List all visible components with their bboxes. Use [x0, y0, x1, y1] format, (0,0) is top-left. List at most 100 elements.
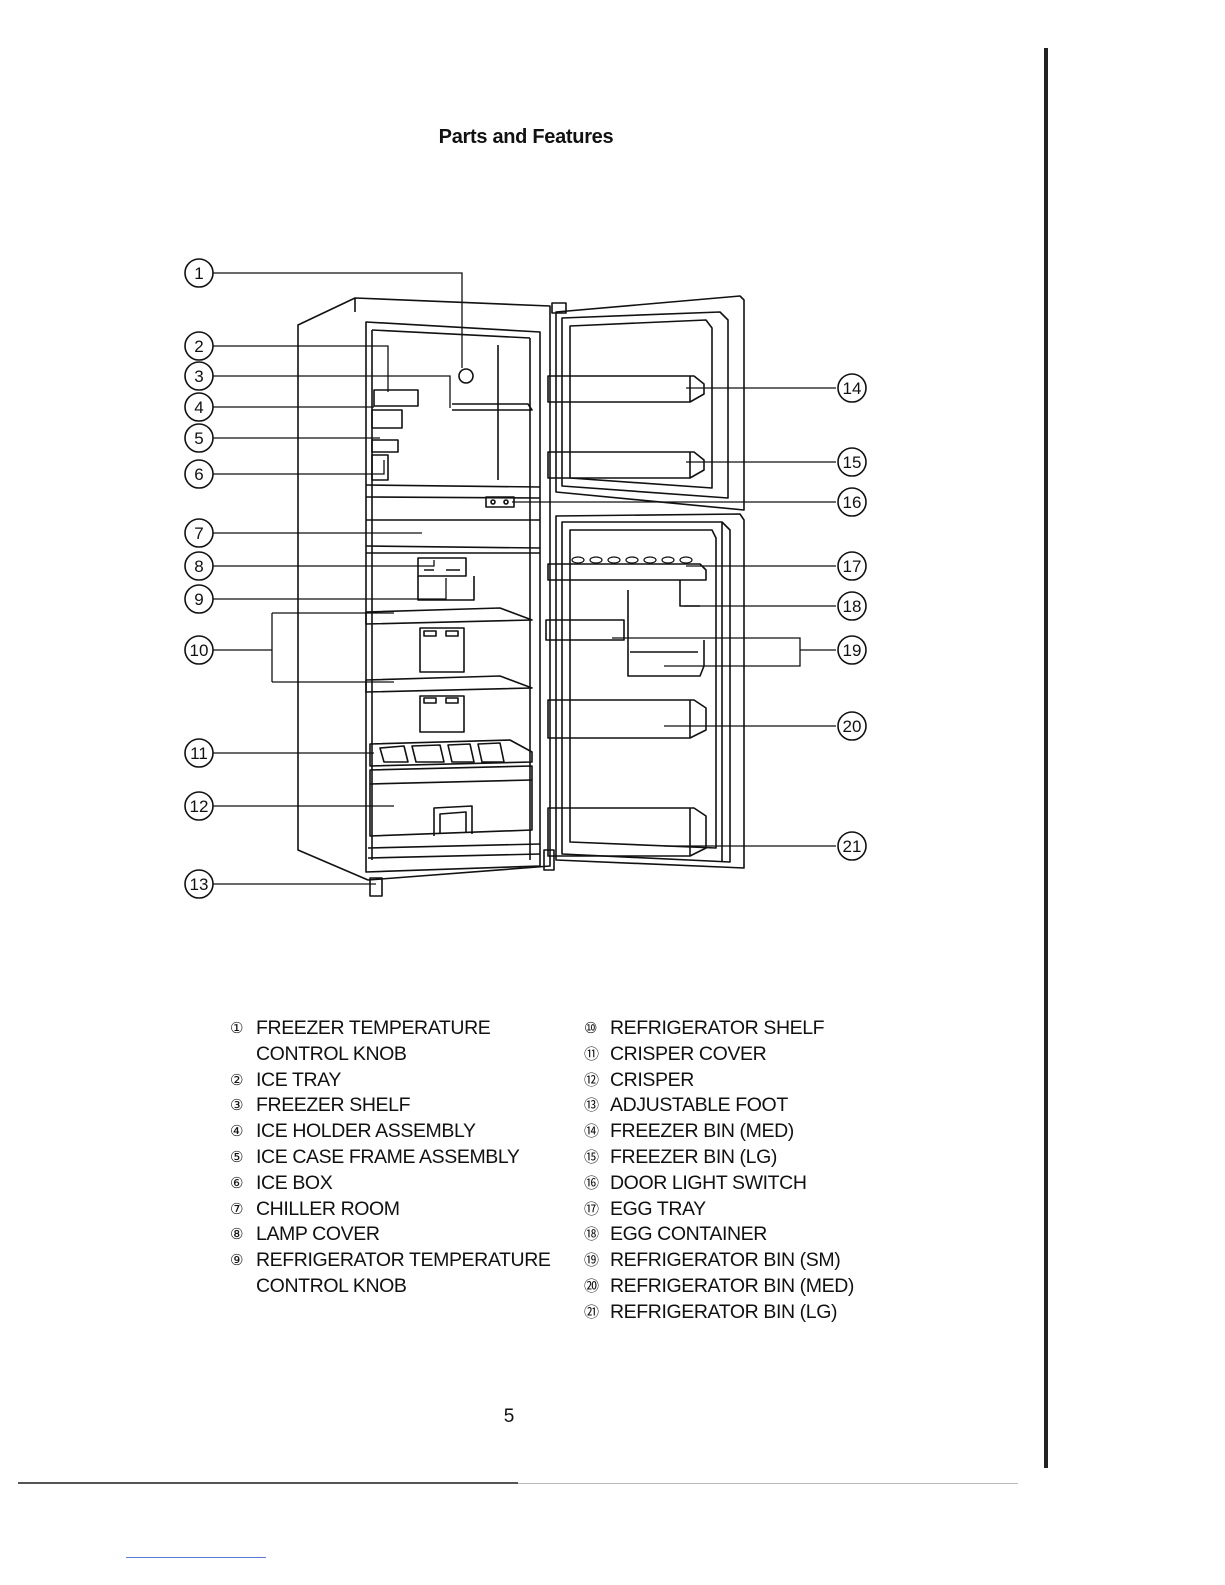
legend-label: DOOR LIGHT SWITCH — [610, 1171, 807, 1194]
callout-markers: 1 2 3 4 5 6 7 8 9 10 11 12 13 14 15 16 1… — [184, 258, 867, 899]
page-title: Parts and Features — [438, 126, 614, 148]
callout-16: 16 — [837, 487, 867, 517]
legend-label: ICE TRAY — [256, 1068, 341, 1091]
callout-14: 14 — [837, 373, 867, 403]
svg-text:5: 5 — [194, 429, 203, 448]
refrigerator-door — [555, 513, 745, 869]
callout-8: 8 — [184, 551, 214, 581]
svg-text:1: 1 — [194, 264, 203, 283]
legend-number: ⑮ — [584, 1148, 599, 1166]
callout-12: 12 — [184, 791, 214, 821]
callout-20: 20 — [837, 711, 867, 741]
legend-label: FREEZER BIN (LG) — [610, 1145, 777, 1168]
legend-number: ⑤ — [230, 1148, 244, 1166]
callout-4: 4 — [184, 392, 214, 422]
cabinet-outline — [297, 297, 551, 881]
legend-item: ⑤ ICE CASE FRAME ASSEMBLY — [230, 1145, 560, 1171]
legend-label: REFRIGERATOR BIN (MED) — [610, 1274, 854, 1297]
callout-6: 6 — [184, 459, 214, 489]
legend-number: ⑭ — [584, 1123, 599, 1141]
legend-label: FREEZER BIN (MED) — [610, 1120, 794, 1143]
legend-number: ④ — [230, 1123, 244, 1141]
svg-text:9: 9 — [194, 590, 203, 609]
callout-2: 2 — [184, 331, 214, 361]
svg-text:17: 17 — [843, 557, 862, 576]
svg-text:7: 7 — [194, 524, 203, 543]
callout-19: 19 — [837, 635, 867, 665]
legend-number: ③ — [230, 1097, 244, 1115]
svg-text:12: 12 — [190, 797, 209, 816]
legend-item: ⑲ REFRIGERATOR BIN (SM) — [584, 1248, 914, 1274]
refrigerator-diagram: 1 2 3 4 5 6 7 8 9 10 11 12 13 14 15 16 1… — [184, 258, 867, 899]
legend-number: ⑲ — [584, 1252, 599, 1270]
svg-text:16: 16 — [843, 493, 862, 512]
legend-number: ⑩ — [584, 1020, 598, 1037]
legend-label: ICE CASE FRAME ASSEMBLY — [256, 1145, 520, 1168]
legend-label: REFRIGERATOR BIN (SM) — [610, 1249, 841, 1272]
svg-text:8: 8 — [194, 557, 203, 576]
scan-artifact-line — [126, 1557, 266, 1558]
callout-17: 17 — [837, 551, 867, 581]
page-number: 5 — [503, 1406, 515, 1427]
legend-number: ⑫ — [584, 1071, 599, 1089]
callout-15: 15 — [837, 447, 867, 477]
legend-label: ADJUSTABLE FOOT — [610, 1094, 788, 1117]
callout-3: 3 — [184, 361, 214, 391]
legend-number: ② — [230, 1071, 244, 1089]
legend-label: REFRIGERATOR BIN (LG) — [610, 1300, 838, 1323]
legend-number: ⑨ — [230, 1252, 244, 1270]
legend-label: FREEZER SHELF — [256, 1094, 411, 1117]
svg-text:19: 19 — [843, 641, 862, 660]
callout-5: 5 — [184, 423, 214, 453]
callout-10: 10 — [184, 635, 214, 665]
legend-label: FREEZER TEMPERATURE CONTROL KNOB — [256, 1017, 491, 1065]
svg-text:14: 14 — [843, 379, 862, 398]
bottom-divider-dark — [18, 1482, 518, 1484]
legend-number: ① — [230, 1020, 244, 1037]
legend-label: REFRIGERATOR TEMPERATURE CONTROL KNOB — [256, 1249, 551, 1297]
page-edge-rule — [1044, 48, 1048, 1468]
legend-label: EGG CONTAINER — [610, 1223, 767, 1246]
legend-label: EGG TRAY — [610, 1197, 706, 1220]
legend-label: REFRIGERATOR SHELF — [610, 1017, 825, 1039]
legend-number: ⑧ — [230, 1226, 244, 1244]
legend-item: ⑩ REFRIGERATOR SHELF — [584, 1016, 914, 1042]
parts-legend-left: ① FREEZER TEMPERATURE CONTROL KNOB ② ICE T… — [230, 1016, 560, 1300]
legend-number: ⑰ — [584, 1200, 599, 1218]
svg-text:3: 3 — [194, 367, 203, 386]
legend-label: CRISPER COVER — [610, 1042, 767, 1065]
callout-11: 11 — [184, 738, 214, 768]
legend-item: ③ FREEZER SHELF — [230, 1093, 560, 1119]
svg-text:15: 15 — [843, 453, 862, 472]
bottom-divider — [18, 1483, 1018, 1484]
legend-label: ICE HOLDER ASSEMBLY — [256, 1120, 476, 1143]
svg-text:2: 2 — [194, 337, 203, 356]
callout-18: 18 — [837, 591, 867, 621]
callout-9: 9 — [184, 584, 214, 614]
legend-item: ① FREEZER TEMPERATURE CONTROL KNOB — [230, 1016, 560, 1068]
legend-item: ⑨ REFRIGERATOR TEMPERATURE CONTROL KNOB — [230, 1248, 560, 1300]
svg-text:4: 4 — [194, 398, 203, 417]
legend-item: ⑮ FREEZER BIN (LG) — [584, 1145, 914, 1171]
svg-text:21: 21 — [843, 837, 862, 856]
legend-item: ⑰ EGG TRAY — [584, 1197, 914, 1223]
legend-item: ⑭ FREEZER BIN (MED) — [584, 1119, 914, 1145]
callout-13: 13 — [184, 869, 214, 899]
legend-label: LAMP COVER — [256, 1223, 380, 1246]
callout-21: 21 — [837, 831, 867, 861]
svg-text:6: 6 — [194, 465, 203, 484]
callout-7: 7 — [184, 518, 214, 548]
legend-number: ⑱ — [584, 1226, 599, 1244]
svg-text:13: 13 — [190, 875, 209, 894]
callout-1: 1 — [184, 258, 214, 288]
legend-item: ⑧ LAMP COVER — [230, 1222, 560, 1248]
